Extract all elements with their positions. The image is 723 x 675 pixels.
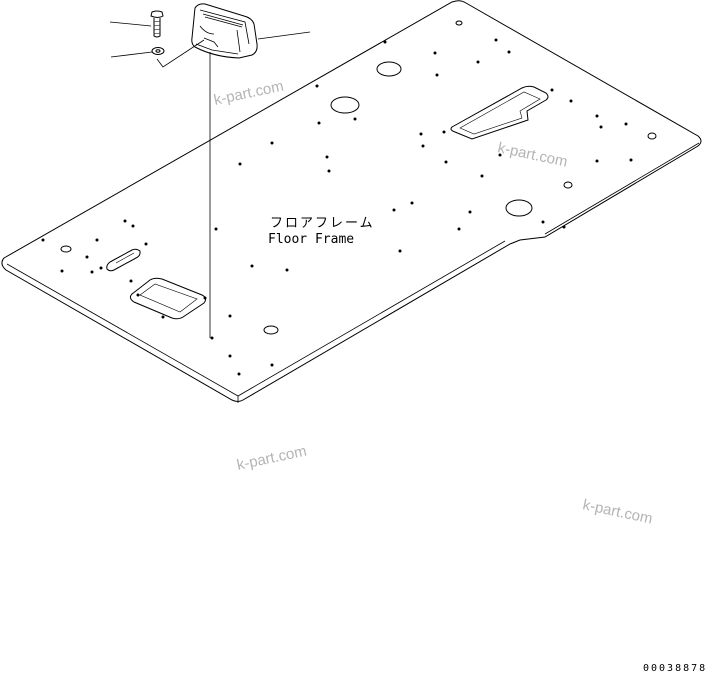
document-number: 00038878 bbox=[643, 663, 707, 674]
watermark-4: k-part.com bbox=[581, 496, 654, 527]
leader-bolt bbox=[109, 21, 152, 27]
plate-small-holes bbox=[41, 38, 633, 376]
plate-hole-4 bbox=[60, 245, 72, 253]
watermark-1: k-part.com bbox=[212, 78, 285, 109]
plate-hole-6 bbox=[647, 132, 657, 140]
leader-bracket bbox=[257, 31, 311, 40]
handle-bracket bbox=[191, 3, 258, 59]
plate-slot-left bbox=[106, 248, 141, 272]
floor-frame-plate bbox=[1, 0, 702, 403]
leader-washer bbox=[110, 51, 153, 58]
plate-hole-5 bbox=[263, 325, 279, 335]
leader-lines bbox=[109, 21, 311, 338]
part-label-en: Floor Frame bbox=[268, 232, 354, 247]
plate-hole-7 bbox=[563, 181, 573, 189]
part-label-jp: フロアフレーム bbox=[270, 216, 375, 231]
plate-hole-1 bbox=[330, 96, 360, 114]
plate-hole-3 bbox=[505, 199, 533, 217]
plate-opening-left bbox=[129, 277, 207, 320]
bolt bbox=[150, 10, 164, 38]
washer bbox=[151, 47, 165, 55]
watermark-3: k-part.com bbox=[235, 443, 308, 474]
plate-hole-8 bbox=[455, 20, 463, 26]
plate-hole-2 bbox=[376, 61, 402, 77]
watermark-2: k-part.com bbox=[496, 139, 569, 170]
leader-bracket-washer bbox=[156, 39, 205, 68]
plate-cutout-right bbox=[450, 85, 549, 140]
